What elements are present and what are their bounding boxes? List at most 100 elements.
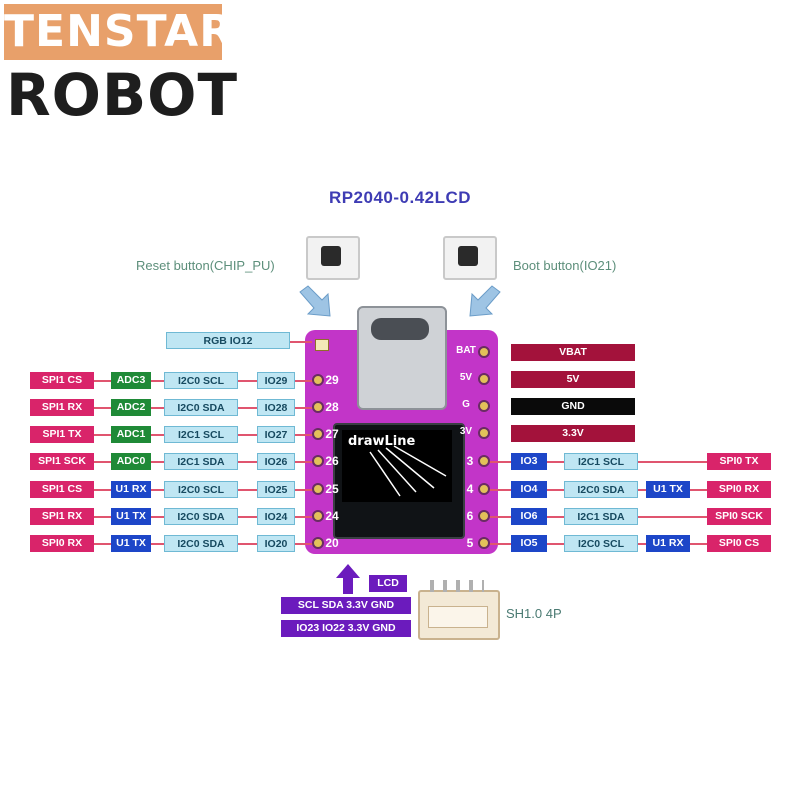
uart-label: U1 RX: [646, 535, 690, 552]
io-label: IO3: [511, 453, 547, 470]
pin-hole: [478, 510, 490, 522]
spi-label: SPI1 RX: [30, 508, 94, 525]
rgb-label: RGB IO12: [166, 332, 290, 349]
lcd-up-arrow-icon: [336, 564, 360, 594]
reset-arrow-icon: [299, 285, 331, 317]
pin-number: 24: [325, 509, 339, 523]
pin-number: 29: [325, 373, 339, 387]
lcd-signal-line-1: SCL SDA 3.3V GND: [281, 597, 411, 614]
alt-function-label: U1 TX: [111, 535, 151, 552]
pin-number: 5V: [459, 372, 473, 383]
brand-logo-top: TENSTAR: [4, 4, 233, 60]
diagram-title: RP2040-0.42LCD: [328, 188, 472, 207]
reset-button-image: [306, 236, 360, 280]
brand-logo-bottom: ROBOT: [6, 61, 239, 129]
io-label: IO20: [257, 535, 295, 552]
pin-hole: [478, 346, 490, 358]
pin-number: G: [462, 399, 470, 410]
spi-label: SPI1 TX: [30, 426, 94, 443]
pin-hole: [478, 427, 490, 439]
pin-hole: [478, 373, 490, 385]
rgb-led: [315, 339, 329, 351]
boot-button-cap: [458, 246, 478, 266]
pin-number: 27: [325, 427, 339, 441]
i2c-label: I2C1 SCL: [564, 453, 638, 470]
pin-number: 28: [325, 400, 339, 414]
uart-label: U1 TX: [646, 481, 690, 498]
pin-hole: [478, 400, 490, 412]
pin-number: 25: [325, 482, 339, 496]
rgb-connector-line: [290, 341, 312, 343]
alt-function-label: ADC2: [111, 399, 151, 416]
usb-c-port: [371, 318, 429, 340]
connector-caption: SH1.0 4P: [506, 606, 562, 621]
oled-screen: [342, 430, 452, 502]
spi-label: SPI0 RX: [707, 481, 771, 498]
io-label: IO5: [511, 535, 547, 552]
pin-hole: [312, 401, 324, 413]
lcd-signal-line-2: IO23 IO22 3.3V GND: [281, 620, 411, 637]
spi-label: SPI1 SCK: [30, 453, 94, 470]
pin-number: 5: [466, 536, 474, 550]
pin-hole: [478, 483, 490, 495]
boot-button-caption: Boot button(IO21): [513, 258, 617, 273]
lcd-label: LCD: [369, 575, 407, 592]
reset-button-caption: Reset button(CHIP_PU): [136, 258, 275, 273]
io-label: IO27: [257, 426, 295, 443]
i2c-label: I2C0 SCL: [164, 481, 238, 498]
power-label-3v3: 3.3V: [511, 425, 635, 442]
alt-function-label: U1 RX: [111, 481, 151, 498]
power-label-5v: 5V: [511, 371, 635, 388]
io-label: IO29: [257, 372, 295, 389]
pin-hole: [312, 455, 324, 467]
pin-hole: [478, 537, 490, 549]
alt-function-label: U1 TX: [111, 508, 151, 525]
i2c-label: I2C0 SDA: [164, 399, 238, 416]
pin-number: 26: [325, 454, 339, 468]
pin-number: 4: [466, 482, 474, 496]
io-label: IO26: [257, 453, 295, 470]
spi-label: SPI1 CS: [30, 481, 94, 498]
pin-number: BAT: [456, 345, 476, 356]
alt-function-label: ADC0: [111, 453, 151, 470]
pin-hole: [478, 455, 490, 467]
spi-label: SPI0 CS: [707, 535, 771, 552]
io-label: IO28: [257, 399, 295, 416]
oled-lines: [369, 445, 447, 497]
pin-hole: [312, 510, 324, 522]
io-label: IO6: [511, 508, 547, 525]
reset-button-cap: [321, 246, 341, 266]
pin-hole: [312, 428, 324, 440]
i2c-label: I2C0 SDA: [164, 508, 238, 525]
i2c-label: I2C0 SCL: [164, 372, 238, 389]
pin-number: 3: [466, 454, 474, 468]
pin-number: 3V: [459, 426, 473, 437]
pin-number: 6: [466, 509, 474, 523]
pin-hole: [312, 374, 324, 386]
i2c-label: I2C0 SDA: [164, 535, 238, 552]
i2c-label: I2C0 SCL: [564, 535, 638, 552]
spi-label: SPI0 TX: [707, 453, 771, 470]
alt-function-label: ADC3: [111, 372, 151, 389]
connector-pins: [430, 580, 484, 592]
pin-hole: [312, 537, 324, 549]
oled-text: drawLine: [348, 434, 416, 449]
i2c-label: I2C0 SDA: [564, 481, 638, 498]
power-label-gnd: GND: [511, 398, 635, 415]
io-label: IO24: [257, 508, 295, 525]
alt-function-label: ADC1: [111, 426, 151, 443]
spi-label: SPI1 CS: [30, 372, 94, 389]
io-label: IO25: [257, 481, 295, 498]
connector-slot: [428, 606, 488, 628]
io-label: IO4: [511, 481, 547, 498]
i2c-label: I2C1 SDA: [164, 453, 238, 470]
i2c-label: I2C1 SCL: [164, 426, 238, 443]
i2c-label: I2C1 SDA: [564, 508, 638, 525]
pin-hole: [312, 483, 324, 495]
spi-label: SPI1 RX: [30, 399, 94, 416]
spi-label: SPI0 SCK: [707, 508, 771, 525]
spi-label: SPI0 RX: [30, 535, 94, 552]
power-label-vbat: VBAT: [511, 344, 635, 361]
boot-arrow-icon: [469, 285, 501, 317]
pin-number: 20: [325, 536, 339, 550]
